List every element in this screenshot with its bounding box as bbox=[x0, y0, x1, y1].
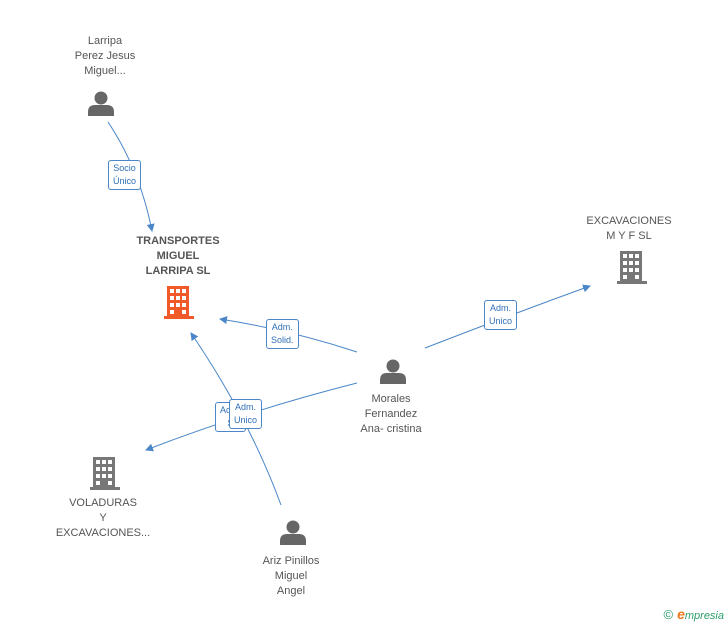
brand-initial: e bbox=[677, 606, 685, 622]
footer-brand[interactable]: © empresia bbox=[663, 606, 724, 622]
brand-logo: empresia bbox=[677, 606, 724, 622]
node-label-excavaciones-myf[interactable]: EXCAVACIONES M Y F SL bbox=[574, 214, 684, 244]
edge-label-line: Adm. bbox=[235, 402, 257, 412]
node-label-voladuras[interactable]: VOLADURAS Y EXCAVACIONES... bbox=[46, 496, 160, 541]
node-label-line: TRANSPORTES bbox=[136, 235, 220, 247]
person-icon[interactable] bbox=[88, 91, 114, 117]
building-icon[interactable] bbox=[164, 286, 194, 319]
node-label-line: Ana- cristina bbox=[360, 423, 422, 435]
building-icon[interactable] bbox=[90, 457, 120, 490]
edge-label-line: Unico bbox=[234, 415, 258, 425]
node-label-ariz[interactable]: Ariz Pinillos Miguel Angel bbox=[236, 554, 346, 599]
node-label-line: Larripa bbox=[87, 35, 123, 47]
edge-label-adm-solid[interactable]: Adm. Solid. bbox=[266, 319, 299, 349]
node-label-line: EXCAVACIONES... bbox=[55, 527, 151, 539]
node-label-line: Morales bbox=[371, 393, 411, 405]
node-label-transportes[interactable]: TRANSPORTES MIGUEL LARRIPA SL bbox=[118, 234, 238, 279]
edge-label-line: Único bbox=[113, 176, 137, 186]
person-icon[interactable] bbox=[380, 359, 406, 385]
node-label-line: Miguel... bbox=[84, 65, 126, 77]
edge-label-line: Unico bbox=[489, 316, 513, 326]
edge-label-adm-unico-vol[interactable]: Adm. Unico bbox=[229, 399, 263, 429]
node-label-line: Ariz Pinillos bbox=[262, 555, 320, 567]
node-label-line: MIGUEL bbox=[156, 250, 200, 262]
node-label-line: Y bbox=[99, 512, 107, 524]
node-label-morales[interactable]: Morales Fernandez Ana- cristina bbox=[336, 392, 446, 437]
node-label-line: M Y F SL bbox=[606, 230, 652, 242]
node-label-line: Miguel bbox=[274, 570, 308, 582]
edge-label-socio[interactable]: Socio Único bbox=[108, 160, 142, 190]
node-label-line: VOLADURAS bbox=[69, 497, 137, 509]
edge-label-line: Adm. bbox=[490, 303, 512, 313]
node-label-line: LARRIPA SL bbox=[145, 265, 211, 277]
copyright-icon: © bbox=[663, 606, 674, 622]
person-icon[interactable] bbox=[280, 520, 306, 546]
node-label-line: EXCAVACIONES bbox=[586, 215, 672, 227]
edge-label-line: Socio bbox=[113, 163, 136, 173]
edge-label-line: Adm. bbox=[271, 322, 293, 332]
node-label-line: Perez Jesus bbox=[74, 50, 136, 62]
edge-label-adm-unico-myf[interactable]: Adm. Unico bbox=[484, 300, 518, 330]
node-label-line: Angel bbox=[276, 585, 306, 597]
node-label-line: Fernandez bbox=[364, 408, 418, 420]
brand-rest: mpresia bbox=[684, 610, 724, 622]
building-icon[interactable] bbox=[617, 251, 647, 284]
node-label-larripa[interactable]: Larripa Perez Jesus Miguel... bbox=[50, 34, 160, 79]
edge-label-line: Solid. bbox=[271, 335, 294, 345]
